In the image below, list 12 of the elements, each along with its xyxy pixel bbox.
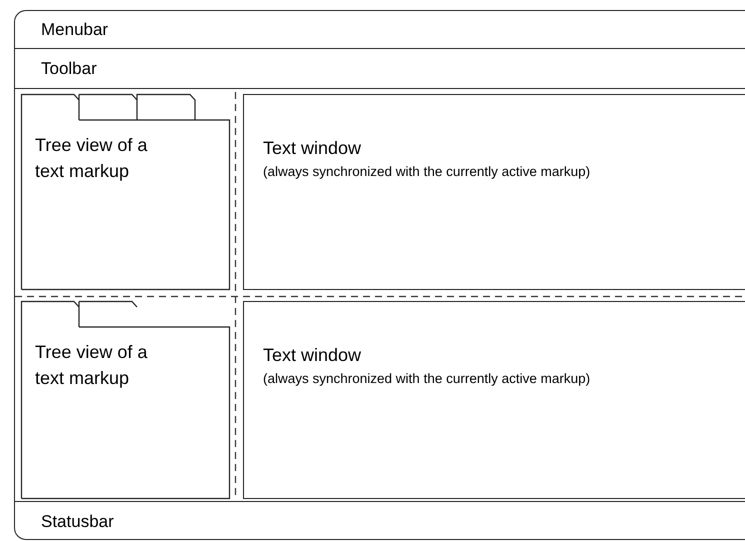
panel-title: Text window <box>263 137 362 160</box>
bar-label: Menubar <box>41 19 108 41</box>
panel-title: Tree view of a text markup <box>35 341 148 390</box>
bar-label: Toolbar <box>41 58 97 80</box>
window-frame <box>14 10 745 540</box>
panel-note: (always synchronized with the currently active markup) <box>263 163 590 181</box>
text-window-panel <box>243 94 745 290</box>
panel-note: (always synchronized with the currently active markup) <box>263 370 590 388</box>
panel-title: Text window <box>263 344 362 367</box>
panel-title: Tree view of a text markup <box>35 134 148 183</box>
bar-label: Statusbar <box>41 511 114 533</box>
text-window-panel <box>243 301 745 499</box>
